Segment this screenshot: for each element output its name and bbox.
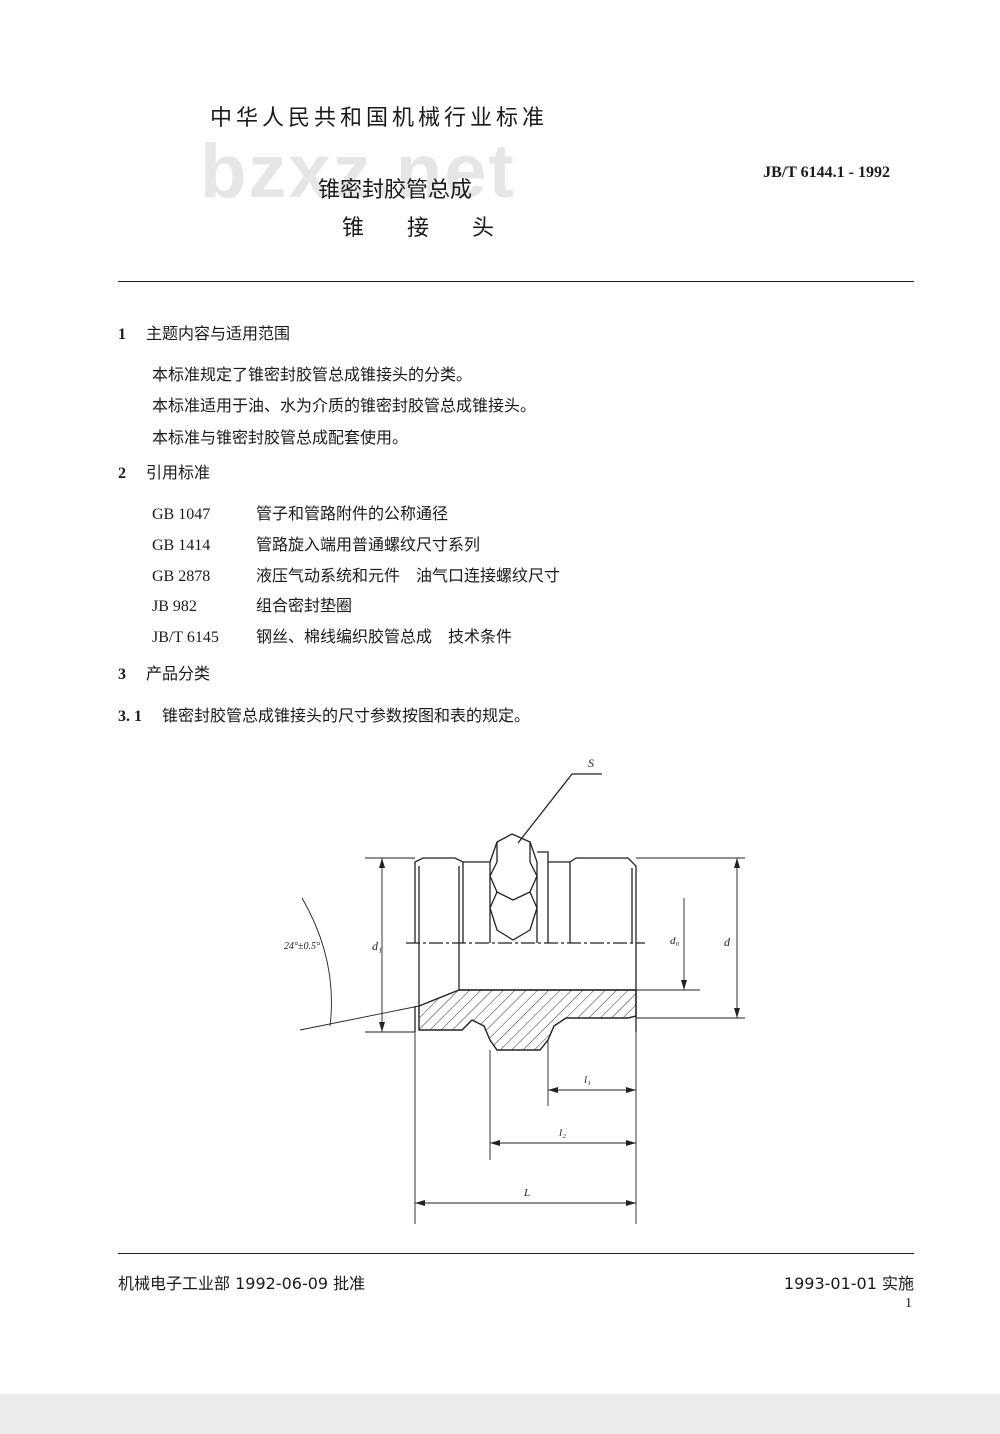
section-title: 主题内容与适用范围 (146, 324, 291, 343)
section-number: 2 (118, 465, 126, 482)
reference-item: GB 1047 管子和管路附件的公称通径 (152, 500, 448, 524)
paragraph: 本标准适用于油、水为介质的锥密封胶管总成锥接头。 (152, 396, 537, 415)
cone-fitting-drawing: S d₁ d d₀ (284, 756, 745, 1224)
d-label: d (724, 935, 731, 949)
paragraph: 本标准与锥密封胶管总成配套使用。 (152, 428, 409, 447)
section-3-heading: 3 产品分类 (118, 660, 210, 684)
document-number: JB/T 6144.1 - 1992 (763, 164, 890, 181)
document-subtitle: 锥 接 头 (342, 216, 512, 241)
s-leader-line (517, 773, 573, 844)
reference-title: 液压气动系统和元件 油气口连接螺纹尺寸 (256, 566, 561, 585)
s-label: S (588, 756, 594, 770)
reference-title: 管子和管路附件的公称通径 (256, 504, 449, 523)
reference-item: JB/T 6145 钢丝、棉线编织胶管总成 技术条件 (152, 623, 512, 647)
reference-title: 钢丝、棉线编织胶管总成 技术条件 (256, 627, 513, 646)
reference-title: 组合密封垫圈 (256, 596, 353, 615)
reference-code: JB/T 6145 (152, 629, 219, 646)
section-2-heading: 2 引用标准 (118, 459, 210, 483)
document-title: 锥密封胶管总成 (318, 178, 473, 203)
section-1-heading: 1 主题内容与适用范围 (118, 320, 290, 344)
reference-item: JB 982 组合密封垫圈 (152, 592, 352, 616)
angle-label: 24°±0.5° (284, 941, 320, 952)
L-label: L (523, 1187, 530, 1199)
section-number: 3 (118, 666, 126, 683)
reference-item: GB 1414 管路旋入端用普通螺纹尺寸系列 (152, 531, 480, 555)
reference-code: GB 2878 (152, 568, 211, 585)
d1-label: d₁ (372, 939, 382, 953)
fitting-upper-half (406, 833, 645, 944)
reference-code: GB 1047 (152, 506, 211, 523)
approval-line: 机械电子工业部 1992-06-09 批准 (118, 1274, 366, 1293)
subsection-3-1: 3. 1 锥密封胶管总成锥接头的尺寸参数按图和表的规定。 (118, 702, 530, 726)
header-rule (118, 281, 914, 282)
reference-code: JB 982 (152, 598, 197, 615)
reference-item: GB 2878 液压气动系统和元件 油气口连接螺纹尺寸 (152, 562, 560, 586)
reference-title: 管路旋入端用普通螺纹尺寸系列 (256, 535, 481, 554)
footer-rule (118, 1253, 914, 1254)
subsection-number: 3. 1 (118, 708, 142, 725)
l2-label: l₂ (559, 1127, 566, 1139)
subsection-text: 锥密封胶管总成锥接头的尺寸参数按图和表的规定。 (162, 706, 531, 725)
watermark: bzxz.net (200, 129, 516, 214)
section-title: 产品分类 (146, 664, 211, 683)
l1-label: l₁ (584, 1074, 591, 1086)
section-title: 引用标准 (146, 463, 211, 482)
fitting-section (414, 989, 637, 1051)
effective-date: 1993-01-01 实施 (783, 1274, 914, 1293)
standard-category: 中华人民共和国机械行业标准 (210, 106, 549, 131)
viewer-bottom-band (0, 1394, 1000, 1434)
d0-label: d₀ (670, 935, 680, 947)
reference-code: GB 1414 (152, 537, 211, 554)
page-number: 1 (905, 1296, 912, 1311)
section-number: 1 (118, 326, 126, 343)
angle-arc (301, 897, 332, 1027)
paragraph: 本标准规定了锥密封胶管总成锥接头的分类。 (152, 365, 473, 384)
